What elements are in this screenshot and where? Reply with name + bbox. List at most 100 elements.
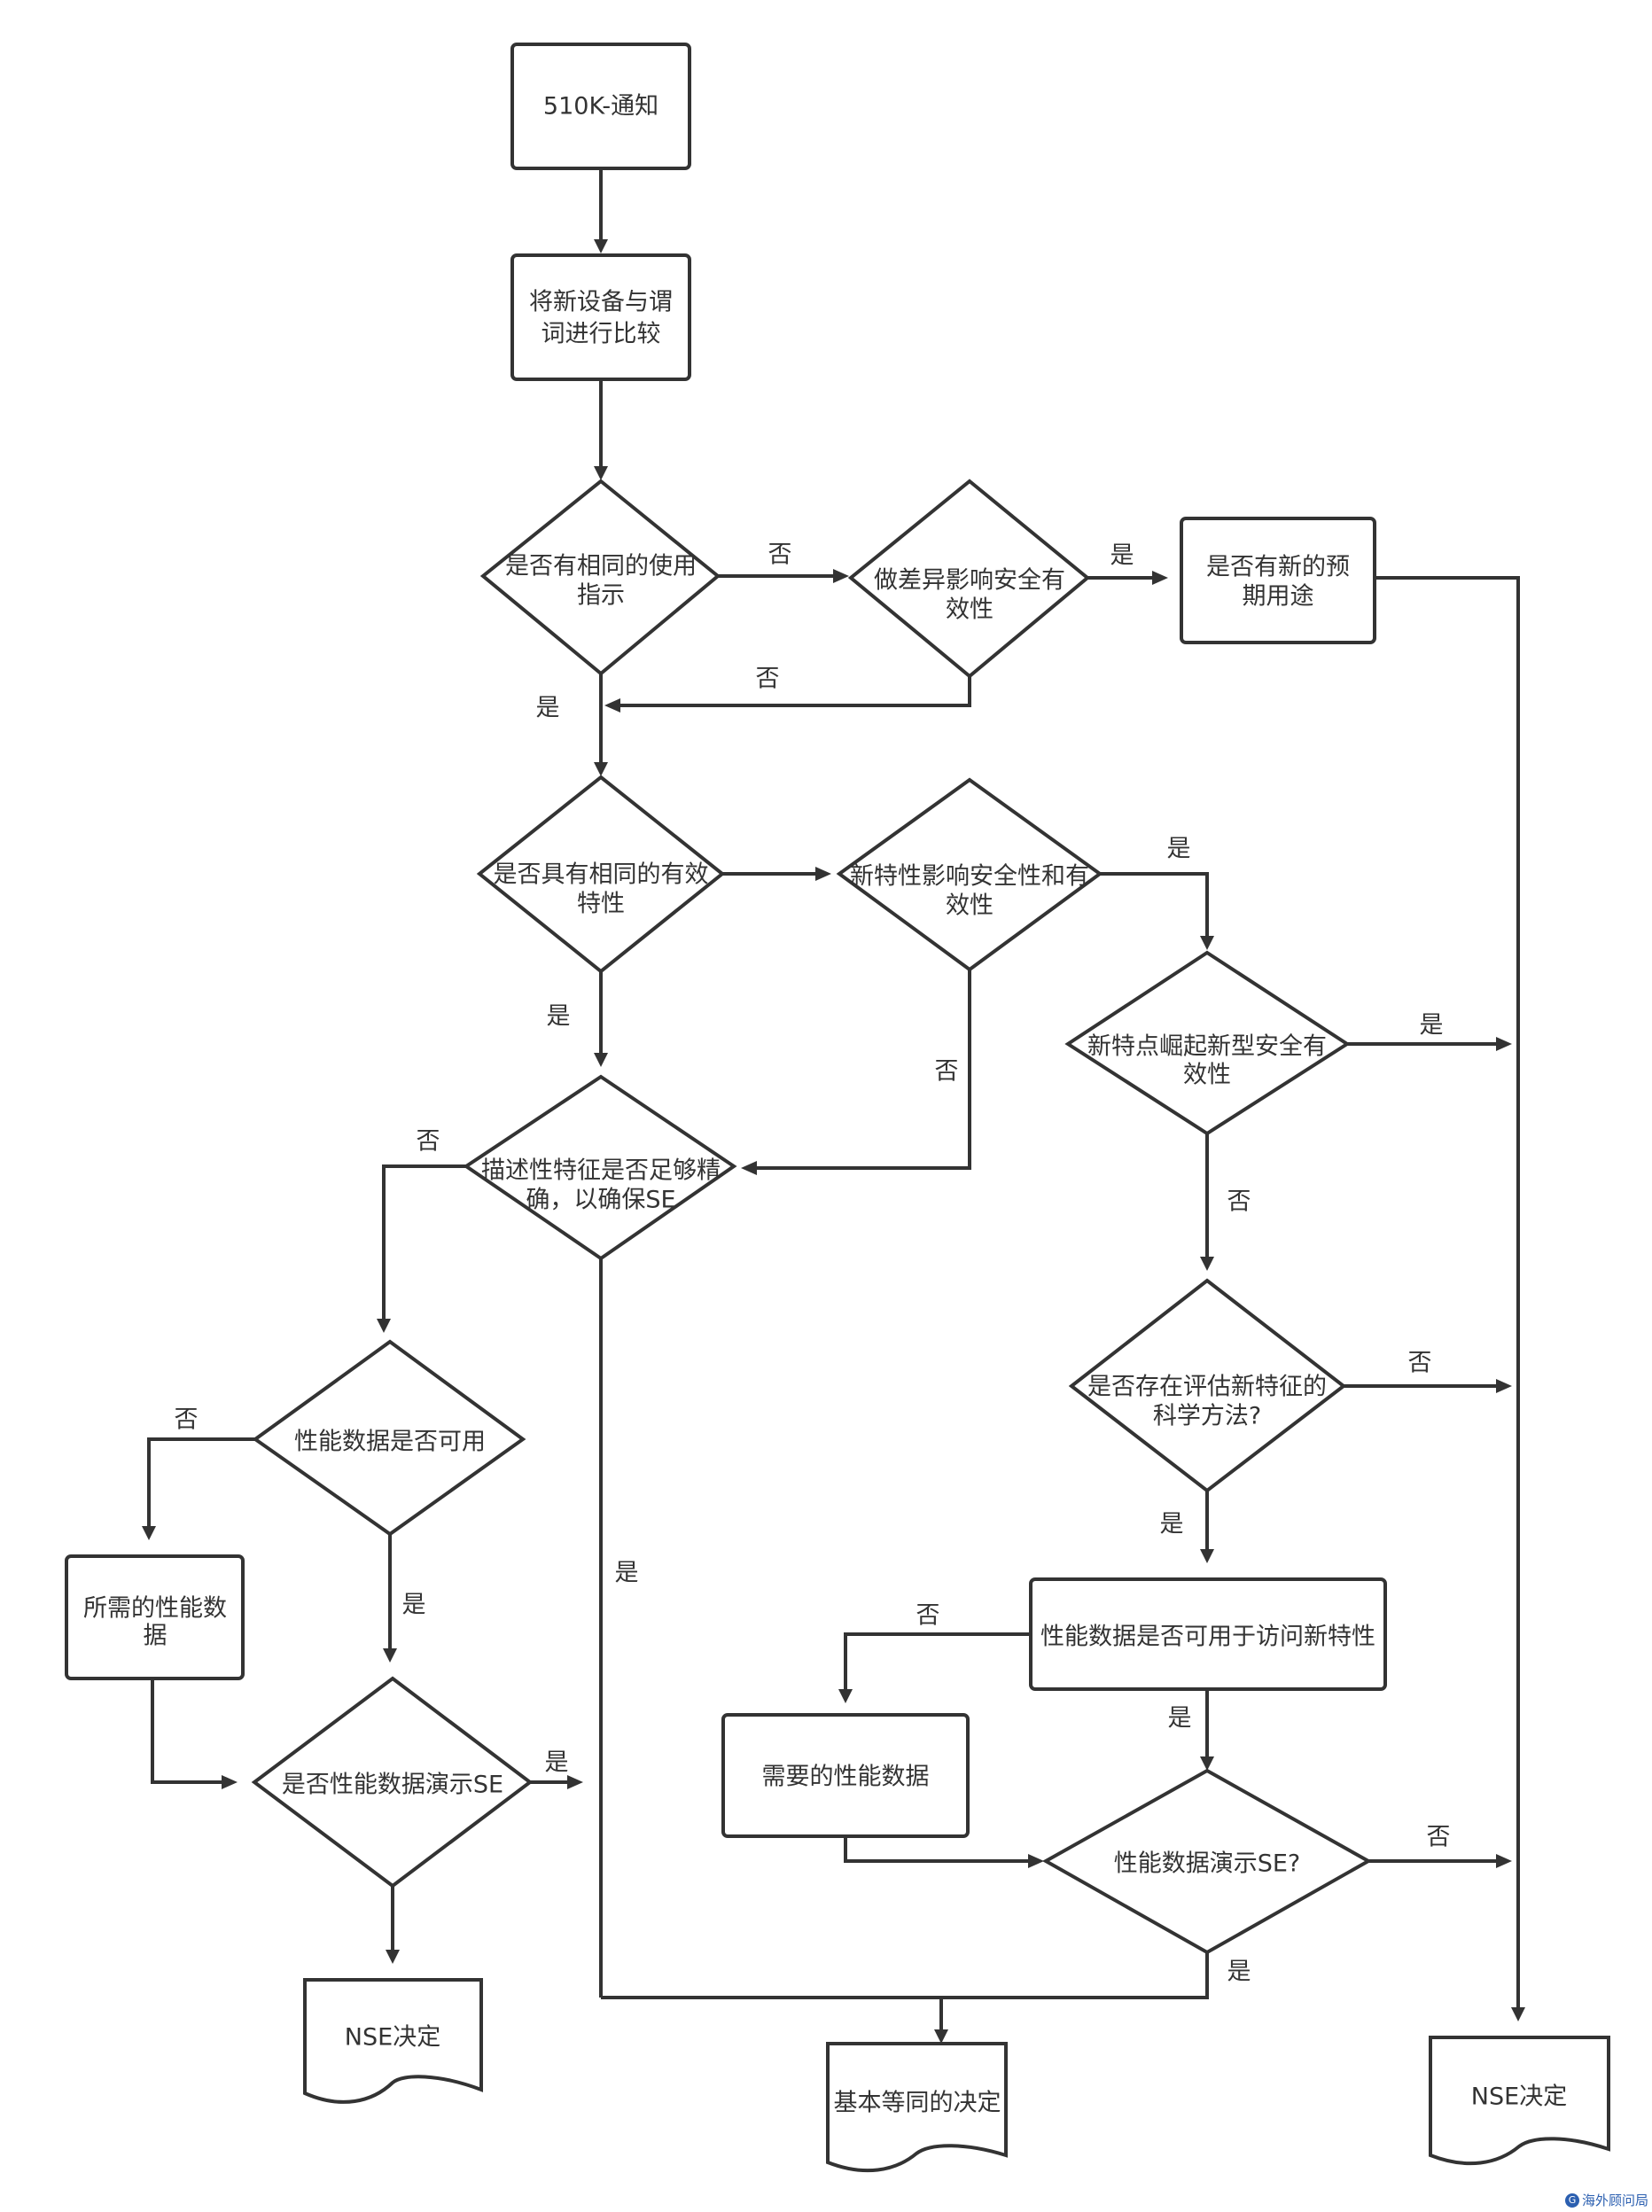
decision-new-feature-raise: 新特点崛起新型安全有 效性: [1064, 950, 1351, 1136]
decision-same-tech: 是否具有相同的有效 特性: [476, 775, 726, 974]
terminal-se-decision: 基本等同的决定: [826, 2042, 1008, 2173]
arrowhead-icon: [1200, 936, 1214, 950]
svg-text:性能数据是否可用于访问新特性: 性能数据是否可用于访问新特性: [1040, 1624, 1375, 1651]
edge-new-use-right: [1376, 576, 1520, 2007]
edge-label-no: 否: [1427, 1824, 1451, 1851]
svg-text:NSE决定: NSE决定: [1471, 2083, 1567, 2111]
svg-text:需要的性能数据: 需要的性能数据: [762, 1764, 930, 1791]
arrowhead-icon: [934, 2029, 948, 2044]
arrowhead-icon: [1200, 1549, 1214, 1563]
edge-diff-no-return: [620, 676, 971, 707]
arrowhead-icon: [142, 1526, 156, 1540]
edge-label-yes: 是: [615, 1560, 639, 1587]
watermark: G 海外顾问局: [1564, 2191, 1648, 2209]
svg-text:效性: 效性: [946, 892, 994, 920]
svg-text:性能数据是否可用: 性能数据是否可用: [294, 1429, 486, 1456]
arrowhead-icon: [815, 867, 831, 881]
svg-text:510K-通知: 510K-通知: [543, 93, 658, 121]
edge-label-yes: 是: [1227, 1959, 1251, 1986]
arrowhead-icon: [833, 569, 849, 583]
arrowhead-icon: [1152, 571, 1168, 585]
process-box-perf-avail-new: 性能数据是否可用于访问新特性: [1029, 1577, 1387, 1691]
arrow-heads: [142, 239, 1525, 2044]
edge-label-yes: 是: [1420, 1012, 1444, 1040]
edge-label-no: 否: [756, 666, 780, 693]
svg-text:据: 据: [144, 1623, 168, 1650]
svg-text:描述性特征是否足够精: 描述性特征是否足够精: [481, 1157, 721, 1185]
svg-text:科学方法?: 科学方法?: [1153, 1403, 1261, 1430]
arrowhead-icon: [594, 239, 608, 253]
svg-text:新特点崛起新型安全有: 新特点崛起新型安全有: [1087, 1033, 1327, 1061]
svg-text:期用途: 期用途: [1243, 583, 1314, 611]
edge-label-yes: 是: [402, 1592, 426, 1619]
edge-label-no: 否: [916, 1602, 940, 1630]
edge-labels: 否 是 否 是 是 是 是 否 否 否 否 否 是 是 否 是 是 是 否 是: [175, 541, 1451, 1986]
arrowhead-icon: [1200, 1756, 1214, 1771]
decision-perf-demo-se: 是否性能数据演示SE: [251, 1676, 534, 1889]
svg-text:是否性能数据演示SE: 是否性能数据演示SE: [282, 1772, 503, 1799]
connectors: [147, 168, 1520, 2029]
decision-desc-accurate: 描述性特征是否足够精 确，以确保SE: [463, 1074, 737, 1261]
edge-demo-q-yes-to-se: [601, 1952, 1209, 1999]
svg-text:做差异影响安全有: 做差异影响安全有: [874, 567, 1065, 595]
arrowhead-icon: [594, 762, 608, 776]
svg-text:所需的性能数: 所需的性能数: [83, 1595, 227, 1623]
arrowhead-icon: [838, 1689, 853, 1703]
terminal-nse-left: NSE决定: [303, 1978, 483, 2104]
edge-label-no: 否: [1227, 1188, 1251, 1216]
edge-label-yes: 是: [1110, 542, 1134, 570]
edge-label-no: 否: [175, 1406, 199, 1434]
arrowhead-icon: [1496, 1854, 1512, 1868]
decision-perf-avail: 性能数据是否可用: [252, 1339, 526, 1537]
svg-text:性能数据演示SE?: 性能数据演示SE?: [1114, 1850, 1301, 1878]
arrowhead-icon: [1200, 1257, 1214, 1271]
edge-desc-no: [382, 1164, 466, 1319]
arrowhead-icon: [377, 1319, 391, 1333]
svg-text:将新设备与谓: 将新设备与谓: [529, 289, 673, 316]
svg-text:特性: 特性: [577, 891, 625, 918]
svg-text:新特性影响安全性和有: 新特性影响安全性和有: [850, 863, 1089, 891]
terminal-nse-right: NSE决定: [1429, 2036, 1610, 2166]
svg-text:效性: 效性: [946, 596, 994, 624]
edge-label-yes: 是: [1167, 836, 1191, 863]
arrowhead-icon: [594, 466, 608, 480]
svg-text:基本等同的决定: 基本等同的决定: [834, 2090, 1001, 2117]
process-box-perf-needed-right: 需要的性能数据: [721, 1713, 970, 1838]
svg-text:词进行比较: 词进行比较: [542, 321, 661, 348]
arrowhead-icon: [1496, 1379, 1512, 1393]
edge-label-yes: 是: [547, 1003, 571, 1031]
process-box-compare: 将新设备与谓 词进行比较: [510, 253, 691, 381]
arrowhead-icon: [604, 698, 620, 713]
arrowhead-icon: [741, 1161, 757, 1175]
decision-diff-affect: 做差异影响安全有 效性: [847, 479, 1091, 679]
edge-new-affect-yes: [1100, 872, 1209, 936]
svg-text:指示: 指示: [577, 582, 625, 610]
edge-label-yes: 是: [1160, 1511, 1184, 1538]
decision-new-feature-affect: 新特性影响安全性和有 效性: [836, 777, 1103, 972]
decision-same-use: 是否有相同的使用 指示: [479, 479, 721, 676]
svg-text:NSE决定: NSE决定: [345, 2024, 440, 2052]
arrowhead-icon: [222, 1775, 238, 1789]
process-box-start: 510K-通知: [510, 43, 691, 170]
decision-perf-demo-se-q: 性能数据演示SE?: [1041, 1768, 1373, 1955]
arrowhead-icon: [1028, 1854, 1044, 1868]
edge-perfnew-no: [844, 1632, 1031, 1689]
edge-perfavail-no: [147, 1437, 255, 1526]
arrowhead-icon: [594, 1053, 608, 1067]
arrowhead-icon: [1511, 2007, 1525, 2021]
watermark-text: 海外顾问局: [1581, 2193, 1648, 2208]
svg-text:是否有新的预: 是否有新的预: [1206, 554, 1350, 581]
edge-label-no: 否: [935, 1058, 959, 1086]
arrowhead-icon: [383, 1648, 397, 1663]
process-box-new-use: 是否有新的预 期用途: [1180, 517, 1376, 644]
edge-perfneeded-left-demo: [151, 1679, 222, 1784]
edge-label-yes: 是: [1168, 1705, 1192, 1733]
process-box-perf-needed-left: 所需的性能数 据: [65, 1554, 245, 1680]
svg-text:是否存在评估新特征的: 是否存在评估新特征的: [1087, 1374, 1327, 1401]
edge-label-no: 否: [417, 1128, 440, 1156]
watermark-logo-icon: G: [1564, 2193, 1579, 2208]
svg-text:是否具有相同的有效: 是否具有相同的有效: [494, 861, 709, 889]
svg-text:是否有相同的使用: 是否有相同的使用: [505, 553, 697, 580]
edge-perfneeded-right-demo: [844, 1836, 1028, 1863]
